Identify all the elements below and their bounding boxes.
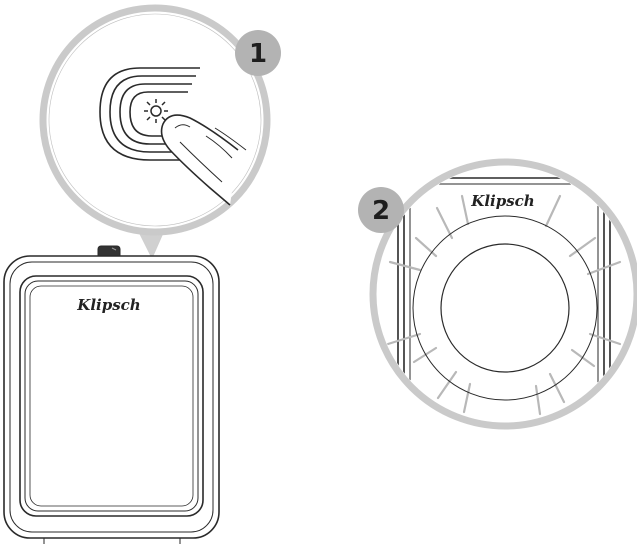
speaker-logo: Klipsch xyxy=(76,296,140,314)
step1-number: 1 xyxy=(249,39,267,69)
illumination-ray-icon xyxy=(386,194,622,416)
button-housing xyxy=(99,67,200,161)
light-button-icon xyxy=(144,99,168,123)
step1-magnifier xyxy=(39,4,271,260)
finger-press-icon xyxy=(160,114,247,206)
step2-badge: 2 xyxy=(358,187,404,233)
step1-badge: 1 xyxy=(235,30,281,76)
speaker-front xyxy=(3,245,220,544)
step2-number: 2 xyxy=(372,196,390,226)
closeup-logo: Klipsch xyxy=(470,192,534,210)
